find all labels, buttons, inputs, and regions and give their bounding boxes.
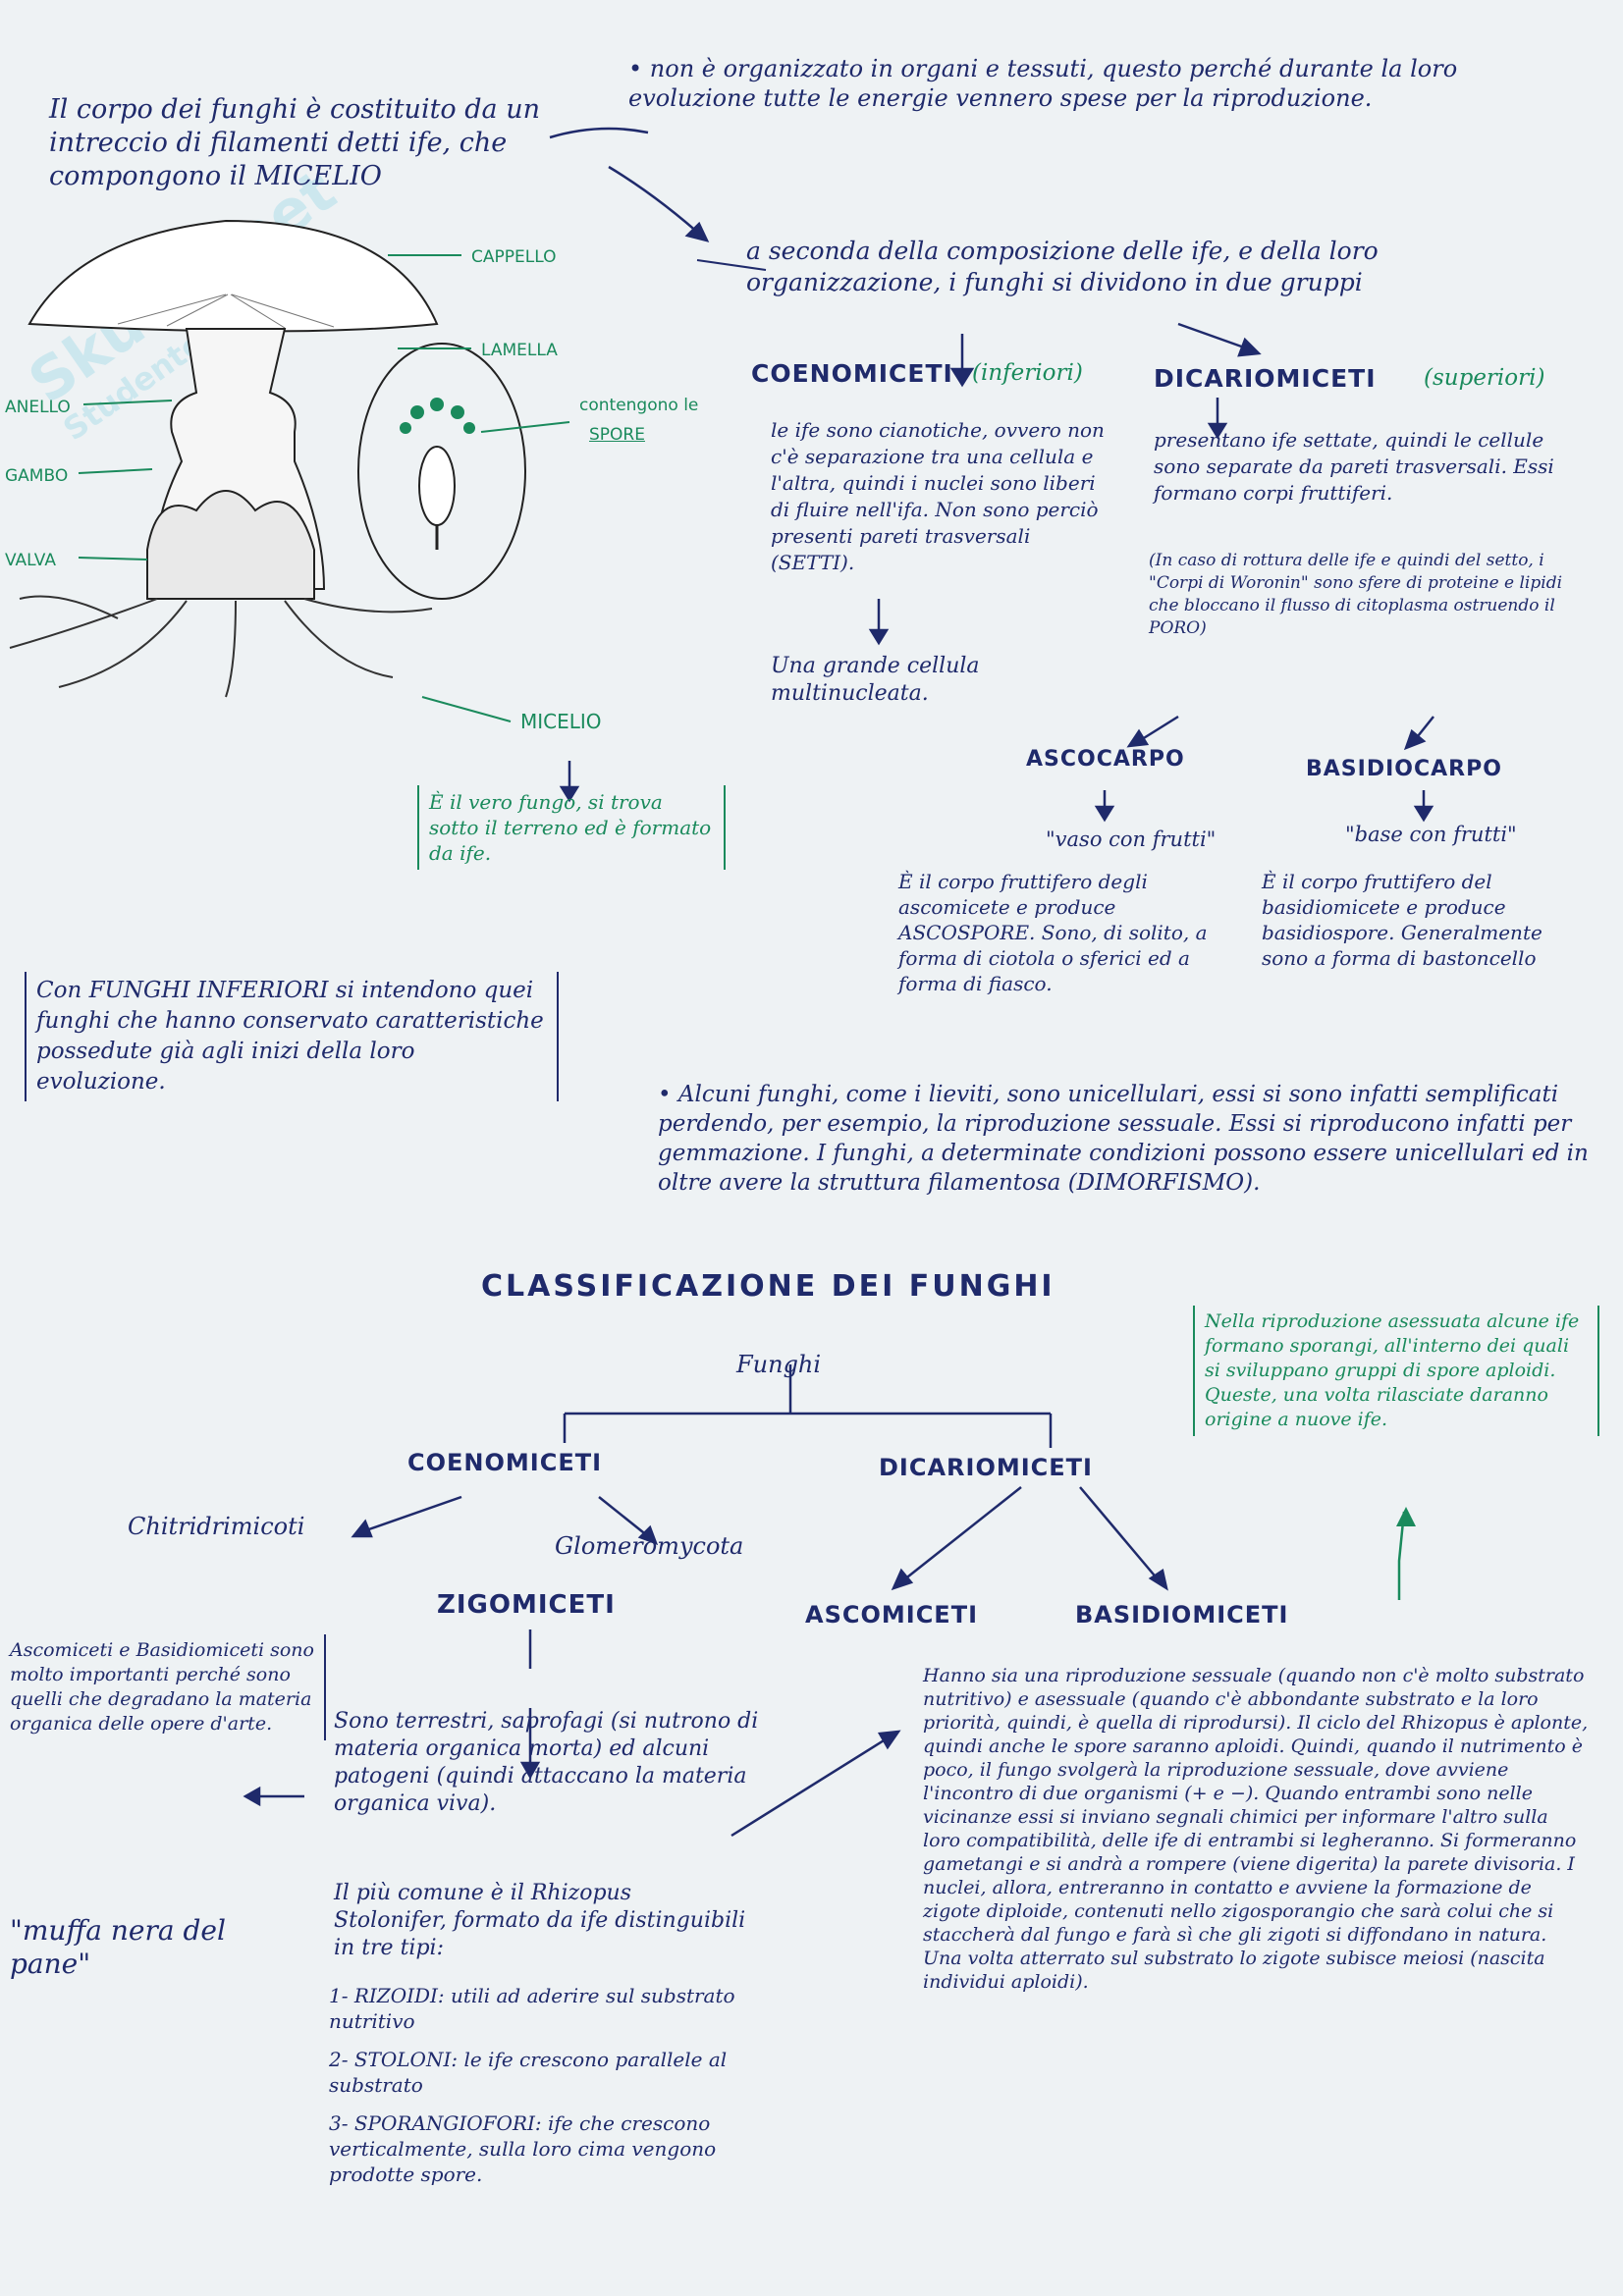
ascocarpo-heading: ASCOCARPO	[1026, 744, 1185, 774]
tree-dicariomiceti: DICARIOMICETI	[879, 1453, 1093, 1483]
ascocarpo-meaning: "vaso con frutti"	[1046, 825, 1216, 855]
coenomiceti-tag: (inferiori)	[972, 358, 1083, 389]
label-cappello: CAPPELLO	[471, 242, 556, 273]
rhizopus-intro: Il più comune è il Rhizopus Stolonifer, …	[334, 1880, 746, 1962]
muffa-label: "muffa nera del pane"	[10, 1914, 245, 1981]
asco-basidio-note: Ascomiceti e Basidiomiceti sono molto im…	[0, 1634, 326, 1740]
zigomiceti-desc: Sono terrestri, saprofagi (si nutrono di…	[334, 1708, 776, 1818]
label-anello: ANELLO	[5, 393, 71, 423]
basidiocarpo-desc: È il corpo fruttifero del basidiomicete …	[1262, 869, 1586, 971]
classification-title: CLASSIFICAZIONE DEI FUNGHI	[481, 1271, 1055, 1302]
rhizopus-type2: 2- STOLONI: le ife crescono parallele al…	[329, 2047, 761, 2098]
tree-basidiomiceti: BASIDIOMICETI	[1075, 1600, 1288, 1630]
label-micelio: MICELIO	[520, 707, 602, 737]
basidiocarpo-heading: BASIDIOCARPO	[1306, 754, 1502, 784]
label-spore-line1: contengono le	[579, 391, 698, 421]
coenomiceti-heading: COENOMICETI	[751, 358, 953, 389]
micelio-box: È il vero fungo, si trova sotto il terre…	[417, 785, 726, 870]
coenomiceti-desc: le ife sono cianotiche, ovvero non c'è s…	[771, 417, 1105, 576]
tree-root: Funghi	[736, 1350, 821, 1380]
label-spore-line2: SPORE	[589, 420, 645, 451]
tree-chitridrimicoti: Chitridrimicoti	[128, 1512, 304, 1542]
asessuata-box: Nella riproduzione asessuata alcune ife …	[1193, 1306, 1599, 1436]
composizione-text: a seconda della composizione delle ife, …	[746, 236, 1571, 298]
tree-glomeromycota: Glomeromycota	[555, 1531, 743, 1562]
dicariomiceti-desc: presentano ife settate, quindi le cellul…	[1154, 427, 1586, 507]
label-valva: VALVA	[5, 546, 56, 576]
funghi-inferiori-box: Con FUNGHI INFERIORI si intendono quei f…	[25, 972, 559, 1101]
tree-coenomiceti: COENOMICETI	[407, 1448, 602, 1478]
unicellulari-text: • Alcuni funghi, come i lieviti, sono un…	[658, 1080, 1591, 1198]
riproduzione-text: Hanno sia una riproduzione sessuale (qua…	[923, 1664, 1591, 1994]
rhizopus-type1: 1- RIZOIDI: utili ad aderire sul substra…	[329, 1983, 761, 2034]
tree-ascomiceti: ASCOMICETI	[805, 1600, 978, 1630]
ascocarpo-desc: È il corpo fruttifero degli ascomicete e…	[898, 869, 1222, 996]
label-gambo: GAMBO	[5, 461, 68, 492]
dicariomiceti-heading: DICARIOMICETI	[1154, 363, 1377, 394]
label-lamella: LAMELLA	[481, 336, 558, 366]
dicariomiceti-tag: (superiori)	[1424, 363, 1544, 394]
basidiocarpo-meaning: "base con frutti"	[1345, 820, 1517, 850]
rhizopus-type3: 3- SPORANGIOFORI: ife che crescono verti…	[329, 2110, 761, 2187]
tree-zigomiceti: ZIGOMICETI	[437, 1590, 616, 1621]
coenomiceti-result: Una grande cellula multinucleata.	[771, 653, 1085, 708]
dicariomiceti-note: (In caso di rottura delle ife e quindi d…	[1149, 550, 1591, 640]
